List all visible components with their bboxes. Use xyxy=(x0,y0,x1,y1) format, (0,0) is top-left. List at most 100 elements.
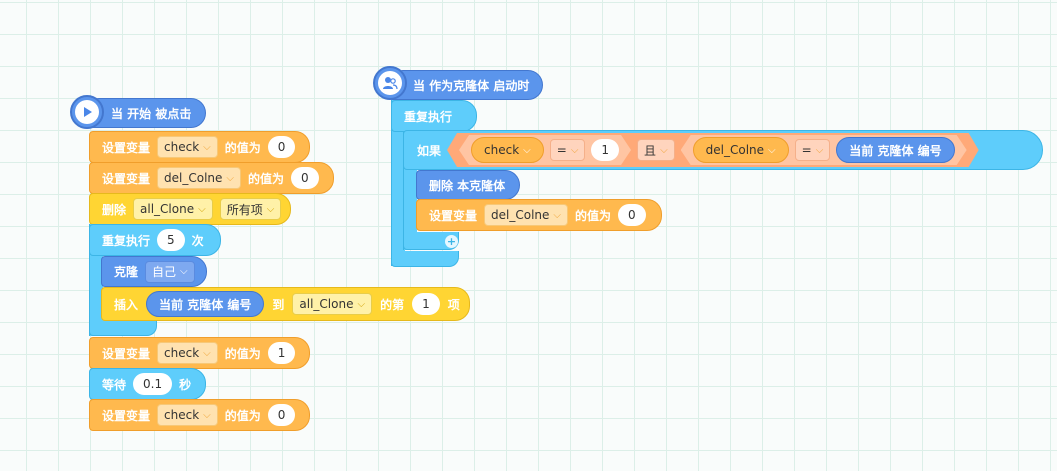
start-hat-icon-circle[interactable] xyxy=(70,95,104,129)
chevron-down-icon: ⌵ xyxy=(815,144,824,156)
when-start-clicked-hat[interactable]: 当 开始 被点击 xyxy=(84,98,206,128)
block-label: 的值为 xyxy=(248,171,285,186)
plus-icon: + xyxy=(446,235,457,248)
set-variable-block[interactable]: 设置变量 check⌵ 的值为 0 xyxy=(89,399,310,431)
block-label: 的值为 xyxy=(224,140,261,155)
set-variable-block[interactable]: 设置变量 check⌵ 的值为 1 xyxy=(89,337,310,369)
list-dropdown[interactable]: all_Clone⌵ xyxy=(133,198,213,220)
chevron-down-icon: ⌵ xyxy=(660,144,668,156)
logic-operator-dropdown[interactable]: 且⌵ xyxy=(637,139,675,161)
variable-dropdown[interactable]: check⌵ xyxy=(157,136,218,158)
chevron-down-icon: ⌵ xyxy=(357,298,366,310)
list-dropdown[interactable]: all_Clone⌵ xyxy=(292,293,373,315)
and-operator[interactable]: check⌵ =⌵ 1 且⌵ del_Colne⌵ =⌵ 当前 克隆体 编号 xyxy=(447,133,979,167)
play-icon xyxy=(75,100,99,124)
dropdown-value: check xyxy=(164,408,200,422)
dropdown-value: 且 xyxy=(644,143,657,158)
operator-dropdown[interactable]: =⌵ xyxy=(550,139,586,161)
set-variable-block[interactable]: 设置变量 check⌵ 的值为 0 xyxy=(89,131,310,163)
if-block[interactable]: 如果 check⌵ =⌵ 1 且⌵ del_Colne⌵ =⌵ 当前 克隆体 编… xyxy=(403,130,1043,170)
insert-list-item-block[interactable]: 插入 当前 克隆体 编号 到 all_Clone⌵ 的第 1 项 xyxy=(101,287,470,321)
equals-operator[interactable]: check⌵ =⌵ 1 xyxy=(459,135,631,165)
block-label: 删除 xyxy=(102,202,127,217)
clone-number-reporter[interactable]: 当前 克隆体 编号 xyxy=(836,137,954,163)
block-label: 的第 xyxy=(380,297,405,312)
chevron-down-icon: ⌵ xyxy=(203,347,211,359)
equals-operator[interactable]: del_Colne⌵ =⌵ 当前 克隆体 编号 xyxy=(681,135,967,165)
dropdown-value: = xyxy=(556,143,567,157)
chevron-down-icon: ⌵ xyxy=(553,209,561,221)
block-label: 设置变量 xyxy=(102,171,151,186)
forever-block-footer xyxy=(391,251,459,267)
if-add-else-button[interactable]: + xyxy=(445,235,458,248)
operator-dropdown[interactable]: =⌵ xyxy=(795,139,831,161)
delete-list-item-block[interactable]: 删除 all_Clone⌵ 所有项⌵ xyxy=(89,193,291,225)
chevron-down-icon: ⌵ xyxy=(226,172,234,184)
dropdown-value: check xyxy=(164,346,200,360)
dropdown-value: check xyxy=(164,140,200,154)
compare-value-input[interactable]: 1 xyxy=(591,139,619,161)
hat-label: 当 作为克隆体 启动时 xyxy=(413,78,530,93)
clone-hat-icon-circle[interactable] xyxy=(373,66,407,100)
repeat-count-input[interactable]: 5 xyxy=(157,229,185,251)
block-label: 的值为 xyxy=(575,208,612,223)
block-label: 次 xyxy=(191,233,204,248)
variable-reporter[interactable]: check⌵ xyxy=(471,137,544,163)
block-label: 插入 xyxy=(114,297,139,312)
chevron-down-icon: ⌵ xyxy=(180,266,188,277)
block-label: 如果 xyxy=(417,143,442,158)
block-label: 的值为 xyxy=(224,408,261,423)
variable-reporter[interactable]: del_Colne⌵ xyxy=(693,137,789,163)
block-label: 到 xyxy=(272,297,285,312)
when-clone-starts-hat[interactable]: 当 作为克隆体 启动时 xyxy=(388,70,543,100)
block-label: 等待 xyxy=(102,377,127,392)
block-label: 设置变量 xyxy=(102,346,151,361)
chevron-down-icon: ⌵ xyxy=(570,144,579,156)
repeat-block-footer xyxy=(89,320,157,336)
value-input[interactable]: 0 xyxy=(291,167,319,189)
set-variable-block[interactable]: 设置变量 del_Colne⌵ 的值为 0 xyxy=(416,199,662,231)
dropdown-value: = xyxy=(801,143,812,157)
forever-block[interactable]: 重复执行 xyxy=(391,100,477,132)
block-label: 秒 xyxy=(179,377,192,392)
forever-block-body[interactable] xyxy=(391,100,405,266)
block-label: 设置变量 xyxy=(429,208,478,223)
block-label: 重复执行 xyxy=(102,233,151,248)
block-label: 重复执行 xyxy=(404,109,453,124)
variable-dropdown[interactable]: del_Colne⌵ xyxy=(484,204,568,226)
block-label: 设置变量 xyxy=(102,140,151,155)
hat-label: 当 开始 被点击 xyxy=(111,106,192,121)
chevron-down-icon: ⌵ xyxy=(198,203,206,215)
value-input[interactable]: 0 xyxy=(267,404,296,426)
block-label: 项 xyxy=(447,297,460,312)
value-input[interactable]: 1 xyxy=(267,342,296,364)
dropdown-value: del_Colne xyxy=(491,208,550,222)
clone-block[interactable]: 克隆 自己⌵ xyxy=(101,256,207,287)
clone-number-reporter[interactable]: 当前 克隆体 编号 xyxy=(146,291,265,317)
dropdown-value: all_Clone xyxy=(140,202,195,216)
clone-target-dropdown[interactable]: 自己⌵ xyxy=(145,260,195,283)
chevron-down-icon: ⌵ xyxy=(203,409,211,421)
variable-dropdown[interactable]: check⌵ xyxy=(157,342,218,364)
value-input[interactable]: 0 xyxy=(267,136,296,158)
block-label: 的值为 xyxy=(224,346,261,361)
dropdown-value: 自己 xyxy=(152,265,177,279)
variable-dropdown[interactable]: check⌵ xyxy=(157,404,218,426)
dropdown-value: check xyxy=(484,143,520,157)
dropdown-value: del_Colne xyxy=(164,171,223,185)
wait-seconds-input[interactable]: 0.1 xyxy=(133,373,173,395)
block-label: 设置变量 xyxy=(102,408,151,423)
variable-dropdown[interactable]: del_Colne⌵ xyxy=(157,167,241,189)
block-label: 克隆 xyxy=(114,265,139,279)
block-label: 删除 本克隆体 xyxy=(429,178,506,193)
item-dropdown[interactable]: 所有项⌵ xyxy=(219,198,282,220)
set-variable-block[interactable]: 设置变量 del_Colne⌵ 的值为 0 xyxy=(89,162,334,194)
value-input[interactable]: 0 xyxy=(618,204,646,226)
delete-this-clone-block[interactable]: 删除 本克隆体 xyxy=(416,170,520,200)
dropdown-value: del_Colne xyxy=(705,143,765,157)
if-block-footer xyxy=(403,232,459,250)
chevron-down-icon: ⌵ xyxy=(266,203,275,215)
wait-block[interactable]: 等待 0.1 秒 xyxy=(89,368,206,400)
index-input[interactable]: 1 xyxy=(412,293,440,315)
repeat-block[interactable]: 重复执行 5 次 xyxy=(89,224,221,256)
